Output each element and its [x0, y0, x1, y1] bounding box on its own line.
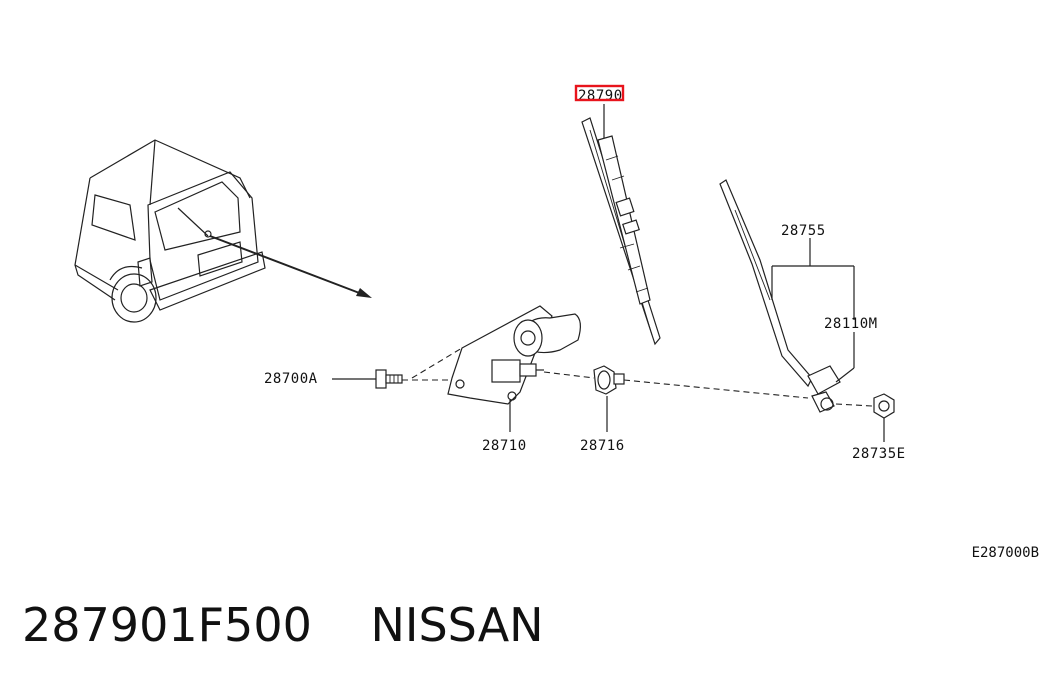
diagram-code: E287000B — [971, 545, 1039, 561]
part-caption: 287901F500 NISSAN — [22, 598, 544, 652]
label-arm[interactable]: 28110M — [824, 316, 878, 332]
brand-name: NISSAN — [370, 598, 544, 652]
wiper-motor[interactable] — [447, 305, 581, 432]
label-nut[interactable]: 28735E — [852, 446, 906, 462]
bolt[interactable] — [332, 369, 403, 389]
label-arm-assembly[interactable]: 28755 — [781, 223, 826, 239]
assembly-centerline — [402, 347, 873, 407]
label-blade[interactable]: 28790 — [578, 88, 623, 104]
highlight-box — [574, 84, 625, 102]
label-bolt[interactable]: 28700A — [264, 371, 318, 387]
assembly-bracket — [771, 238, 855, 383]
nut[interactable] — [873, 393, 895, 442]
label-motor[interactable]: 28710 — [482, 438, 527, 454]
part-number: 287901F500 — [22, 598, 312, 652]
grommet[interactable] — [593, 365, 625, 432]
wiper-arm[interactable] — [719, 179, 841, 413]
wiper-blade[interactable] — [581, 104, 661, 346]
label-grommet[interactable]: 28716 — [580, 438, 625, 454]
vehicle-illustration — [74, 139, 372, 323]
